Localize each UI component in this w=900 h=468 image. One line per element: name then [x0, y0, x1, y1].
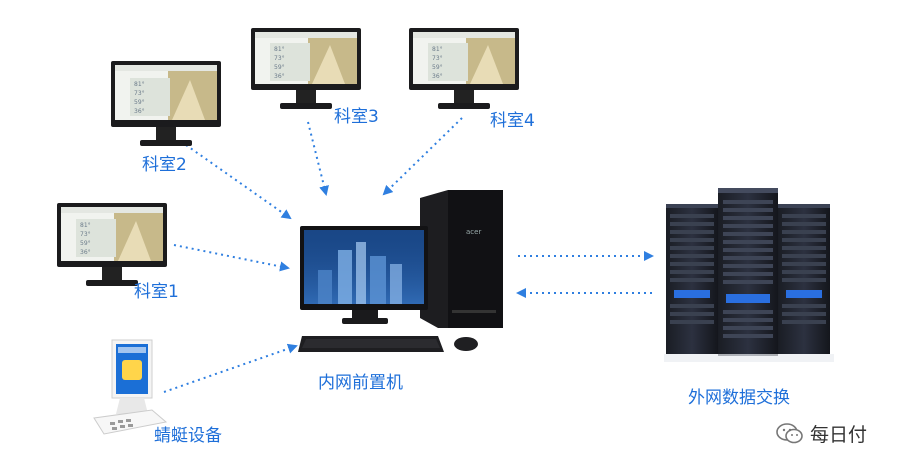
server-racks [664, 188, 834, 362]
pc-monitor [300, 226, 428, 324]
kiosk-label: 蜻蜓设备 [154, 426, 222, 446]
room2-label: 科室2 [142, 155, 187, 175]
front-end-label: 内网前置机 [318, 373, 403, 393]
screen-row: 81° [432, 46, 443, 53]
watermark-text: 每日付 [810, 424, 868, 446]
front-end-computer: acer [298, 190, 503, 352]
wechat-icon [776, 422, 803, 443]
watermark: 每日付 [776, 420, 867, 447]
screen-row: 36° [432, 73, 443, 80]
arrow-room4-to-front [382, 117, 463, 196]
kiosk-device [93, 339, 168, 435]
server-rack-left [666, 204, 718, 354]
room2-monitor: 81° 73° 59° 36° [111, 61, 221, 146]
screen-row: 81° [134, 81, 145, 88]
screen-row: 36° [134, 108, 145, 115]
screen-row: 73° [432, 55, 443, 62]
screen-row: 81° [80, 222, 91, 229]
keyboard [298, 336, 444, 352]
screen-row: 59° [432, 64, 443, 71]
arrow-room1-to-front [173, 244, 290, 272]
screen-row: 59° [80, 240, 91, 247]
arrow-kiosk-to-front [163, 343, 298, 393]
screen-row: 36° [274, 73, 285, 80]
screen-row: 73° [134, 90, 145, 97]
arrow-room3-to-front [307, 121, 329, 196]
screen-row: 59° [134, 99, 145, 106]
external-exchange-label: 外网数据交换 [688, 388, 790, 408]
room3-label: 科室3 [334, 107, 379, 127]
screen-row: 73° [274, 55, 285, 62]
pc-tower: acer [420, 190, 503, 328]
server-rack-center [718, 188, 778, 356]
server-rack-right [778, 204, 830, 354]
screen-row: 59° [274, 64, 285, 71]
screen-row: 73° [80, 231, 91, 238]
room3-monitor: 81° 73° 59° 36° [251, 28, 361, 109]
screen-row: 81° [274, 46, 285, 53]
svg-text:acer: acer [466, 228, 481, 236]
room1-monitor: 81° 73° 59° 36° [57, 203, 167, 286]
mouse [454, 337, 478, 351]
room4-label: 科室4 [490, 111, 535, 131]
room1-label: 科室1 [134, 282, 179, 302]
screen-row: 36° [80, 249, 91, 256]
room4-monitor: 81° 73° 59° 36° [409, 28, 519, 109]
